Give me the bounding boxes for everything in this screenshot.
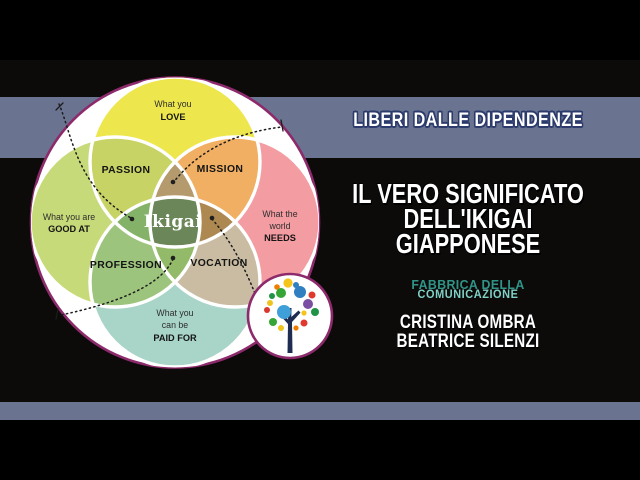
- tree-dot: [303, 299, 313, 309]
- series-badge: LIBERI DALLE DIPENDENZE: [353, 110, 583, 131]
- label-needs-1: What the: [262, 209, 297, 219]
- video-title: IL VERO SIGNIFICATO DELL'IKIGAI GIAPPONE…: [349, 178, 586, 259]
- label-paid-for-1: What you: [156, 308, 193, 318]
- label-good-at-1: What you are: [43, 212, 95, 222]
- label-paid-for-2: can be: [162, 320, 189, 330]
- label-paid-for-3: PAID FOR: [153, 333, 197, 343]
- arc-tick-bottom-left: [55, 308, 59, 320]
- brand-line-2: COMUNICAZIONE: [417, 289, 519, 301]
- label-needs-3: NEEDS: [264, 233, 296, 243]
- brand-line-1: FABBRICA DELLA: [411, 277, 525, 292]
- label-needs-2: world: [268, 221, 290, 231]
- label-love-1: What you: [154, 99, 191, 109]
- tree-dot: [276, 288, 286, 298]
- tree-logo: [246, 272, 334, 360]
- brand-wordmark: FABBRICA DELLA COMUNICAZIONE: [337, 277, 599, 301]
- arc-tick-top-left: [55, 102, 64, 111]
- arc-dot-top: [170, 179, 176, 185]
- label-profession: PROFESSION: [90, 260, 162, 271]
- title-line-1: IL VERO SIGNIFICATO: [352, 178, 584, 209]
- tree-dot: [293, 282, 299, 288]
- dotted-arc-top-left: [58, 103, 132, 219]
- ikigai-venn-diagram: What you LOVE PASSION MISSION What you a…: [29, 76, 334, 369]
- tree-dot: [294, 286, 306, 298]
- author-1: CRISTINA OMBRA: [399, 312, 537, 333]
- right-text-panel: LIBERI DALLE DIPENDENZE IL VERO SIGNIFIC…: [330, 60, 606, 420]
- dotted-arc-bottom-left: [60, 258, 174, 316]
- tree-dot: [274, 284, 280, 290]
- title-line-2: DELL'IKIGAI: [403, 203, 533, 234]
- tree-dot: [308, 291, 316, 299]
- ring-love: [88, 77, 262, 249]
- tree-dot: [277, 305, 291, 319]
- author-names: CRISTINA OMBRA BEATRICE SILENZI: [358, 312, 579, 352]
- tree-dot: [311, 308, 319, 316]
- ring-paid-for: [88, 195, 262, 368]
- tree-dot: [283, 278, 293, 288]
- label-passion: PASSION: [102, 165, 151, 176]
- tree-trunk: [278, 308, 301, 353]
- tree-dot: [301, 310, 307, 316]
- tree-dot: [264, 307, 270, 313]
- ring-needs: [148, 135, 319, 309]
- label-love-2: LOVE: [160, 112, 185, 122]
- tree-dot: [293, 325, 299, 331]
- title-line-3: GIAPPONESE: [395, 228, 541, 259]
- tree-dot: [269, 293, 275, 299]
- arc-dot-left: [129, 216, 135, 222]
- label-ikigai: Ikigai: [144, 212, 203, 232]
- tree-dot: [278, 325, 284, 331]
- label-vocation: VOCATION: [190, 258, 247, 269]
- tree-dot: [300, 319, 308, 327]
- region-ikigai-center: [150, 197, 200, 247]
- tree-dot: [269, 318, 277, 326]
- bottom-gray-band: [0, 402, 640, 420]
- arc-tick-top-right: [280, 119, 284, 132]
- arc-dot-bottom: [170, 255, 176, 261]
- dotted-arc-top-right: [172, 126, 283, 184]
- label-good-at-2: GOOD AT: [48, 224, 90, 234]
- arc-dot-right: [209, 215, 215, 221]
- tree-dot: [267, 300, 273, 306]
- author-2: BEATRICE SILENZI: [396, 330, 540, 352]
- label-mission: MISSION: [197, 164, 244, 175]
- ring-good-at: [31, 135, 202, 309]
